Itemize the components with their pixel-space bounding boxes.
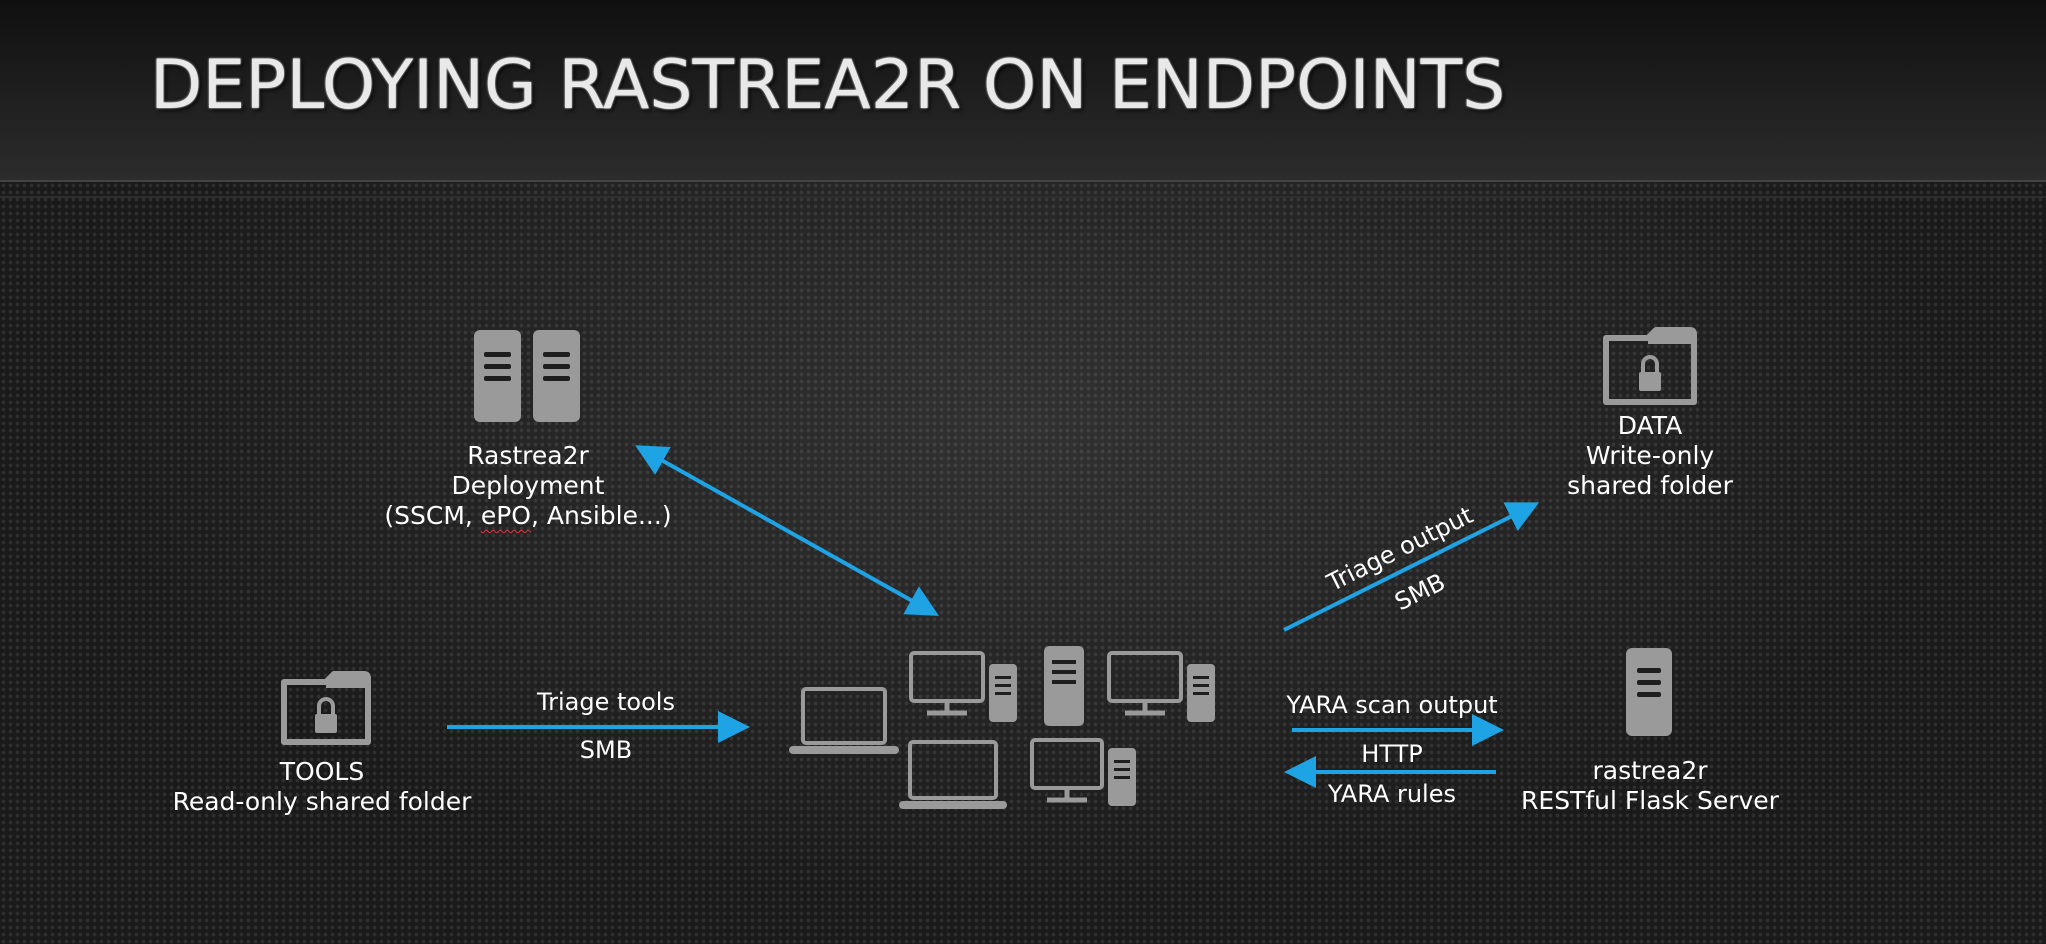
arrow-deployment-endpoints [635, 445, 939, 616]
deployment-tools-epo: ePO [480, 501, 531, 530]
slide-title: DEPLOYING RASTREA2R ON ENDPOINTS [150, 46, 1506, 125]
deployment-tools-pre: (SSCM, [384, 501, 481, 530]
tools-label: TOOLS Read-only shared folder [160, 757, 484, 817]
edge-server-bottom-label: YARA rules [1328, 780, 1456, 808]
edge-server-top-label: YARA scan output [1286, 691, 1498, 719]
edge-tools-top-label: Triage tools [537, 688, 675, 716]
data-line-1: DATA [1617, 411, 1683, 440]
deployment-line-1: Rastrea2r [467, 441, 589, 470]
data-folder-icon [1603, 327, 1697, 405]
header-divider [0, 196, 2046, 198]
server-line-1: rastrea2r [1592, 756, 1708, 785]
tools-line-2: Read-only shared folder [172, 787, 472, 816]
arrow-endpoints-to-data [1283, 502, 1540, 632]
tools-folder-icon [281, 671, 371, 745]
server-line-2: RESTful Flask Server [1521, 786, 1779, 815]
data-line-2: Write-only [1585, 441, 1715, 470]
deployment-line-2: Deployment [451, 471, 605, 500]
edge-tools-bottom-label: SMB [579, 736, 633, 764]
title-bar [0, 0, 2046, 182]
deployment-label: Rastrea2r Deployment (SSCM, ePO, Ansible… [370, 441, 686, 531]
data-line-3: shared folder [1567, 471, 1733, 500]
deployment-tools-post: , Ansible...) [530, 501, 672, 530]
endpoint-computers-icon [789, 646, 1215, 809]
edge-server-middle-label: HTTP [1361, 740, 1423, 768]
server-pair-icon [474, 330, 580, 422]
deployment-line-3: (SSCM, ePO, Ansible...) [370, 501, 686, 531]
server-tower-icon [1626, 648, 1672, 736]
tools-line-1: TOOLS [279, 757, 365, 786]
server-label: rastrea2r RESTful Flask Server [1520, 756, 1780, 816]
data-label: DATA Write-only shared folder [1540, 411, 1760, 501]
